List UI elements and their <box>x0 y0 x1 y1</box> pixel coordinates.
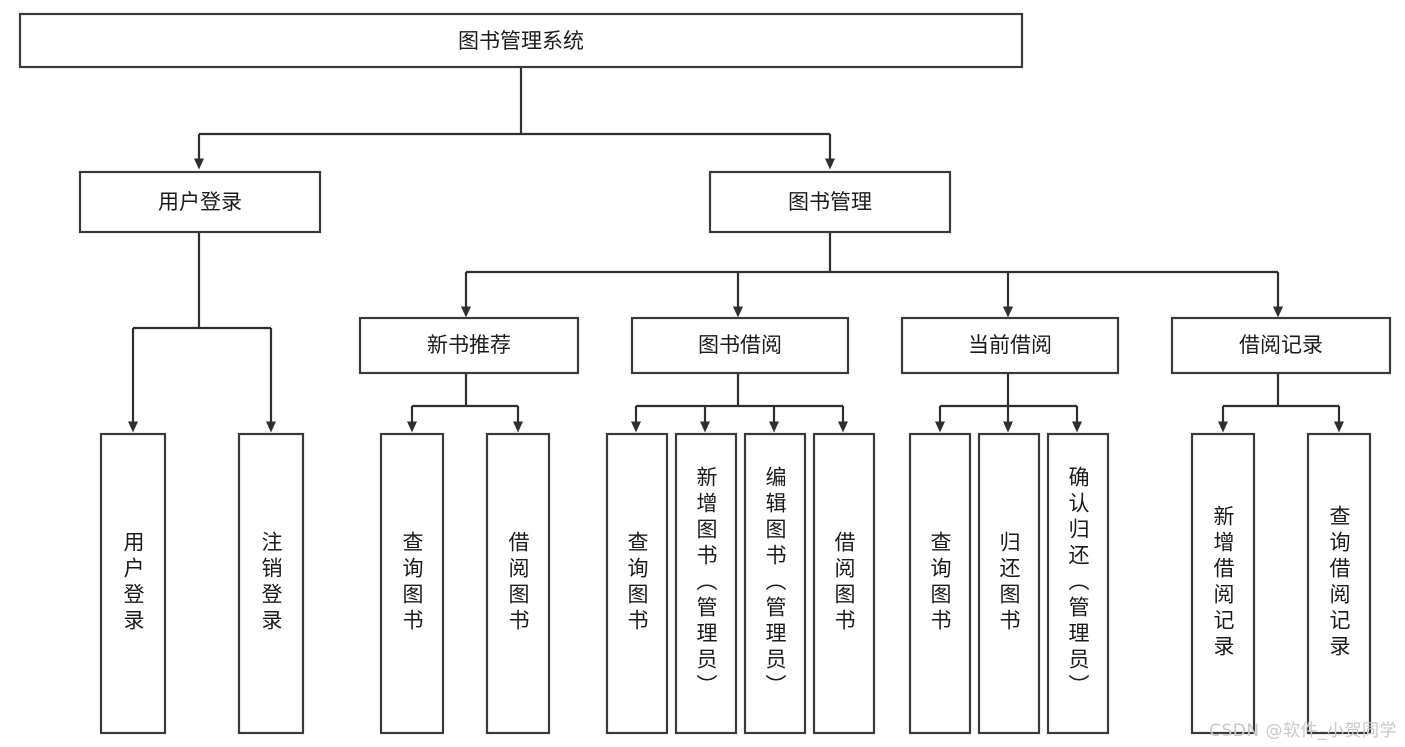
node-root-system[interactable]: 图书管理系统 <box>18 12 1024 69</box>
node-user-login-label: 用户登录 <box>158 190 242 214</box>
node-current-borrow-label: 当前借阅 <box>968 333 1052 357</box>
node-leaf-return-book-label: 归还图书 <box>997 531 1021 635</box>
node-leaf-query-book-2[interactable]: 查询图书 <box>605 432 669 735</box>
node-current-borrow[interactable]: 当前借阅 <box>900 316 1120 375</box>
node-leaf-confirm-return-admin[interactable]: 确认归还（管理员） <box>1046 432 1110 735</box>
node-new-book-recommend[interactable]: 新书推荐 <box>358 316 580 375</box>
node-leaf-borrow-book-1-label: 借阅图书 <box>506 531 530 635</box>
node-leaf-confirm-return-admin-label: 确认归还（管理员） <box>1066 466 1090 700</box>
node-leaf-edit-book-admin-label: 编辑图书（管理员） <box>763 466 787 700</box>
node-book-management[interactable]: 图书管理 <box>708 170 952 234</box>
node-leaf-borrow-book-2-label: 借阅图书 <box>832 531 856 635</box>
node-root-label: 图书管理系统 <box>458 29 584 53</box>
node-leaf-add-book-admin-label: 新增图书（管理员） <box>694 466 718 700</box>
watermark-text: CSDN @软件_小贺同学 <box>1209 721 1397 741</box>
node-leaf-query-borrow-record-label: 查询借阅记录 <box>1327 505 1351 661</box>
node-leaf-logout-label: 注销登录 <box>259 531 283 635</box>
node-leaf-add-borrow-record-label: 新增借阅记录 <box>1211 505 1235 661</box>
node-leaf-edit-book-admin[interactable]: 编辑图书（管理员） <box>743 432 807 735</box>
node-leaf-user-login[interactable]: 用户登录 <box>99 432 167 735</box>
connectors-layer <box>128 67 1344 433</box>
node-leaf-add-borrow-record[interactable]: 新增借阅记录 <box>1190 432 1256 735</box>
node-leaf-borrow-book-2[interactable]: 借阅图书 <box>812 432 876 735</box>
node-leaf-user-login-label: 用户登录 <box>121 531 145 635</box>
node-leaf-query-borrow-record[interactable]: 查询借阅记录 <box>1306 432 1372 735</box>
node-leaf-borrow-book-1[interactable]: 借阅图书 <box>485 432 551 735</box>
node-leaf-query-book-1-label: 查询图书 <box>400 531 424 635</box>
node-leaf-return-book[interactable]: 归还图书 <box>977 432 1041 735</box>
node-book-borrow[interactable]: 图书借阅 <box>630 316 850 375</box>
node-leaf-query-book-2-label: 查询图书 <box>625 531 649 635</box>
node-leaf-logout[interactable]: 注销登录 <box>237 432 305 735</box>
node-new-book-recommend-label: 新书推荐 <box>427 333 511 357</box>
node-user-login[interactable]: 用户登录 <box>78 170 322 234</box>
node-leaf-query-book-3[interactable]: 查询图书 <box>908 432 972 735</box>
node-borrow-record[interactable]: 借阅记录 <box>1170 316 1392 375</box>
node-leaf-add-book-admin[interactable]: 新增图书（管理员） <box>674 432 738 735</box>
node-book-borrow-label: 图书借阅 <box>698 333 782 357</box>
node-borrow-record-label: 借阅记录 <box>1239 333 1323 357</box>
node-leaf-query-book-3-label: 查询图书 <box>928 531 952 635</box>
node-leaf-query-book-1[interactable]: 查询图书 <box>379 432 445 735</box>
node-book-management-label: 图书管理 <box>788 190 872 214</box>
